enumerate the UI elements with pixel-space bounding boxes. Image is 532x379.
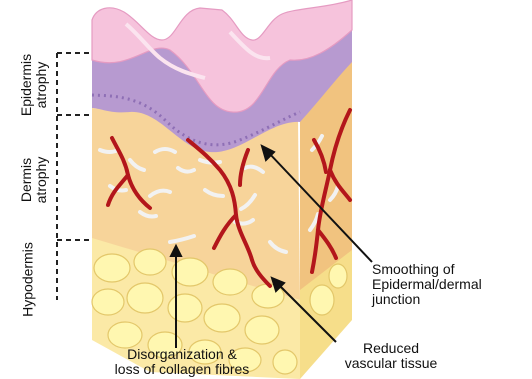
collagen-callout: Disorganization & loss of collagen fibre…	[102, 347, 262, 377]
fat-cell	[134, 249, 166, 275]
fat-cell	[273, 350, 297, 374]
junction-line3: junction	[372, 292, 482, 307]
collagen-line1: Disorganization &	[102, 347, 262, 362]
fat-cell	[213, 269, 247, 295]
vascular-line2: vascular tissue	[335, 356, 447, 371]
epidermis-atrophy-label: Epidermis atrophy	[19, 45, 49, 125]
fat-cell	[108, 322, 142, 348]
junction-line1: Smoothing of	[372, 262, 482, 277]
fat-cell	[172, 258, 208, 286]
fat-cell	[92, 289, 124, 315]
fat-cell	[94, 254, 130, 282]
junction-line2: Epidermal/dermal	[372, 277, 482, 292]
hypodermis-label: Hypodermis	[21, 235, 36, 325]
fat-cell	[168, 294, 202, 322]
dermis-atrophy-label: Dermis atrophy	[19, 140, 49, 220]
collagen-fibre	[100, 150, 118, 152]
fat-cell	[329, 264, 347, 288]
dermis-label-line2: atrophy	[34, 140, 49, 220]
dermis-label-line1: Dermis	[19, 140, 34, 220]
junction-callout: Smoothing of Epidermal/dermal junction	[372, 262, 482, 307]
vascular-callout: Reduced vascular tissue	[335, 341, 447, 371]
epidermis-label-line2: atrophy	[34, 45, 49, 125]
hypodermis-label-line1: Hypodermis	[21, 235, 36, 325]
collagen-line2: loss of collagen fibres	[102, 362, 262, 377]
vascular-line1: Reduced	[335, 341, 447, 356]
fat-cell	[310, 285, 334, 315]
fat-cell	[127, 283, 163, 313]
layer-bracket	[57, 53, 92, 300]
fat-cell	[204, 304, 240, 332]
fat-cell	[245, 316, 279, 344]
epidermis-label-line1: Epidermis	[19, 45, 34, 125]
